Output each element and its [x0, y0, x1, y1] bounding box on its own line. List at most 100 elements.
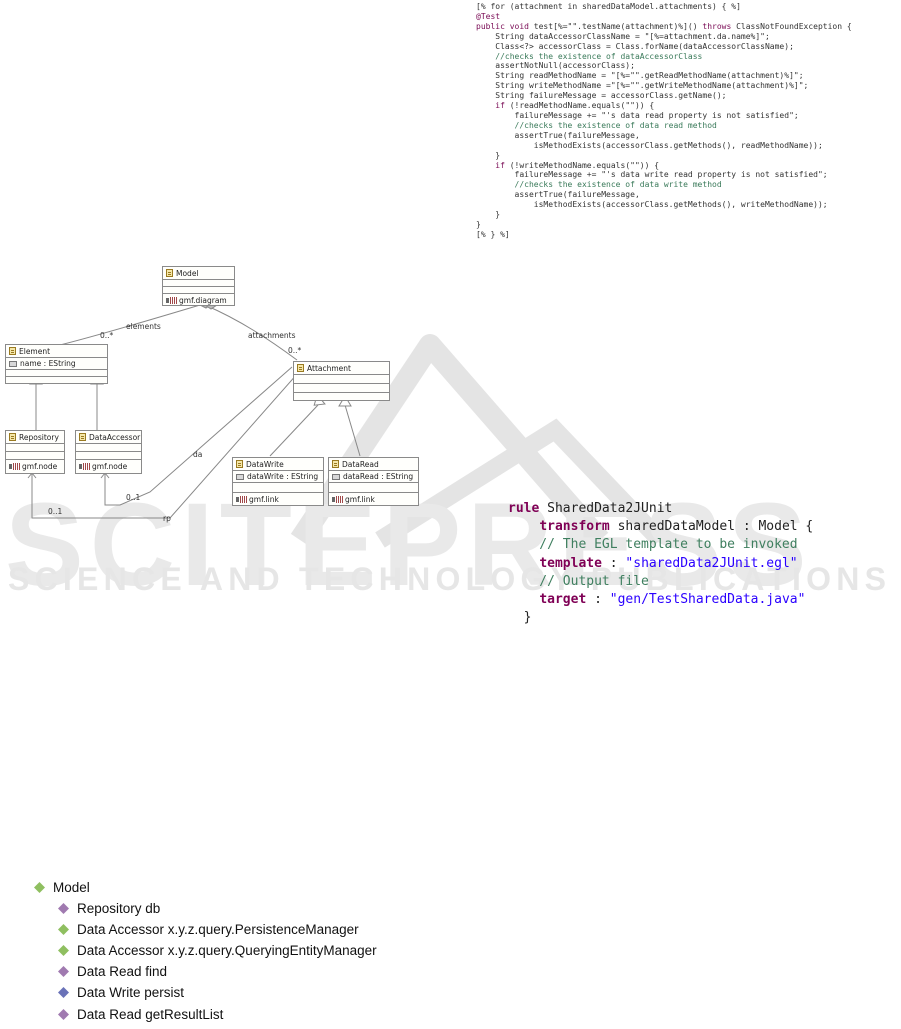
- tree-item-label: Data Read getResultList: [77, 1006, 224, 1022]
- code-line: if (!readMethodName.equals("")) {: [476, 101, 852, 111]
- rule-token: SharedData2JUnit: [547, 501, 673, 516]
- tree-item-label: Data Accessor x.y.z.query.PersistenceMan…: [77, 921, 359, 937]
- code-line: [% } %]: [476, 230, 852, 240]
- rule-line: template : "sharedData2JUnit.egl": [508, 555, 813, 573]
- code-token: ClassNotFoundException {: [736, 21, 852, 31]
- code-line: //checks the existence of dataAccessorCl…: [476, 52, 852, 62]
- rule-token: transform: [539, 519, 618, 535]
- edge-mult-rp: 0..1: [48, 507, 63, 516]
- code-line: [% for (attachment in sharedDataModel.at…: [476, 2, 852, 12]
- code-token: test[%="".testName(attachment)%](): [533, 21, 703, 31]
- code-line: //checks the existence of data read meth…: [476, 121, 852, 131]
- tree-item[interactable]: Data Accessor x.y.z.query.PersistenceMan…: [58, 919, 359, 939]
- annotation-icon: [9, 463, 20, 470]
- rule-token: [508, 519, 539, 534]
- class-element-name: Element: [19, 346, 51, 356]
- edge-mult-da: 0..1: [126, 493, 141, 502]
- code-line: failureMessage += "'s data write read pr…: [476, 170, 852, 180]
- model-diamond-icon: [34, 881, 45, 893]
- code-line: assertTrue(failureMessage,: [476, 190, 852, 200]
- tree-item-label: Data Write persist: [77, 985, 185, 1001]
- tree-root[interactable]: Model: [34, 877, 90, 897]
- tree-item[interactable]: Data Read find: [58, 962, 167, 982]
- rule-line: transform sharedDataModel : Model {: [508, 518, 813, 536]
- edge-label-attachments: attachments: [248, 331, 296, 340]
- tree-item[interactable]: Data Read getResultList: [58, 1004, 223, 1024]
- etl-rule-code: rule SharedData2JUnit transform sharedDa…: [508, 500, 813, 627]
- class-element: Element name : EString: [5, 344, 108, 384]
- code-line: public void test[%="".testName(attachmen…: [476, 22, 852, 32]
- code-token: String readMethodName = "[%="".getReadMe…: [476, 71, 804, 81]
- code-line: String dataAccessorClassName = "[%=attac…: [476, 32, 852, 42]
- code-token: String failureMessage = accessorClass.ge…: [476, 91, 727, 101]
- code-line: @Test: [476, 12, 852, 22]
- class-datawrite-name: DataWrite: [246, 459, 284, 469]
- code-token: isMethodExists(accessorClass.getMethods(…: [476, 200, 828, 210]
- rule-line: // Output file: [508, 573, 813, 591]
- rule-token: "sharedData2JUnit.egl": [625, 555, 798, 571]
- class-icon: [236, 460, 243, 468]
- code-token: }: [476, 219, 481, 229]
- class-attachment-name: Attachment: [307, 363, 351, 373]
- code-token: }: [476, 150, 501, 160]
- code-line: if (!writeMethodName.equals("")) {: [476, 161, 852, 171]
- edge-da: [104, 366, 293, 506]
- element-diamond-icon: [58, 1008, 69, 1020]
- element-diamond-icon: [58, 966, 69, 978]
- code-line: failureMessage += "'s data read property…: [476, 111, 852, 121]
- code-token: assertTrue(failureMessage,: [476, 130, 640, 140]
- tree-item[interactable]: Repository db: [58, 898, 160, 918]
- class-icon: [9, 347, 16, 355]
- code-token: [% } %]: [476, 229, 510, 239]
- annotation-icon: [166, 296, 177, 304]
- element-diamond-icon: [58, 987, 69, 999]
- code-line: //checks the existence of data write met…: [476, 180, 852, 190]
- rule-token: sharedDataModel : Model {: [617, 519, 814, 535]
- code-token: if: [476, 101, 510, 111]
- code-line: Class<?> accessorClass = Class.forName(d…: [476, 42, 852, 52]
- class-repository-annotation: gmf.node: [22, 462, 58, 471]
- edge-elements: [59, 304, 201, 346]
- code-line: }: [476, 210, 852, 220]
- code-line: }: [476, 151, 852, 161]
- class-dataread-attribute: dataRead : EString: [343, 472, 414, 481]
- class-element-attribute: name : EString: [20, 359, 76, 368]
- code-token: failureMessage += "'s data write read pr…: [476, 170, 828, 180]
- code-token: (!readMethodName.equals("")) {: [509, 101, 655, 111]
- element-diamond-icon: [58, 944, 69, 956]
- class-dataaccessor-annotation: gmf.node: [92, 462, 128, 471]
- code-token: failureMessage += "'s data read property…: [476, 110, 799, 120]
- egl-template-code: [% for (attachment in sharedDataModel.at…: [476, 2, 852, 240]
- class-repository: Repository gmf.node: [5, 430, 65, 474]
- tree-item[interactable]: Data Write persist: [58, 983, 184, 1003]
- class-model: Model gmf.diagram: [162, 266, 235, 306]
- tree-item[interactable]: Data Accessor x.y.z.query.QueryingEntity…: [58, 940, 377, 960]
- attribute-icon: [236, 473, 244, 480]
- code-token: String dataAccessorClassName = "[%=attac…: [476, 31, 770, 41]
- rule-line: // The EGL template to be invoked: [508, 536, 813, 554]
- tree-item-label: Data Accessor x.y.z.query.QueryingEntity…: [77, 942, 377, 958]
- code-line: String writeMethodName ="[%="".getWriteM…: [476, 81, 852, 91]
- code-line: String failureMessage = accessorClass.ge…: [476, 91, 852, 101]
- code-token: isMethodExists(accessorClass.getMethods(…: [476, 140, 823, 150]
- rule-token: [508, 556, 539, 571]
- edge-label-elements: elements: [126, 322, 161, 331]
- code-token: //checks the existence of data write met…: [476, 180, 722, 190]
- code-token: [% for (attachment in sharedDataModel.at…: [476, 2, 741, 11]
- rule-token: rule: [508, 501, 548, 516]
- class-datawrite-attribute: dataWrite : EString: [247, 472, 319, 481]
- rule-token: // The EGL template to be invoked: [508, 537, 798, 553]
- rule-token: // Output file: [508, 573, 649, 589]
- code-token: String writeMethodName ="[%="".getWriteM…: [476, 81, 809, 91]
- class-model-annotation: gmf.diagram: [179, 295, 227, 305]
- rule-token: template: [539, 555, 602, 571]
- class-datawrite-annotation: gmf.link: [249, 495, 279, 504]
- class-dataaccessor-name: DataAccessor: [89, 432, 141, 442]
- code-token: //checks the existence of dataAccessorCl…: [476, 51, 703, 61]
- code-token: @Test: [476, 11, 501, 21]
- edge-rp: [31, 372, 299, 519]
- rule-line: target : "gen/TestSharedData.java": [508, 591, 813, 609]
- class-icon: [166, 269, 173, 277]
- code-token: }: [476, 210, 501, 220]
- class-icon: [9, 433, 16, 441]
